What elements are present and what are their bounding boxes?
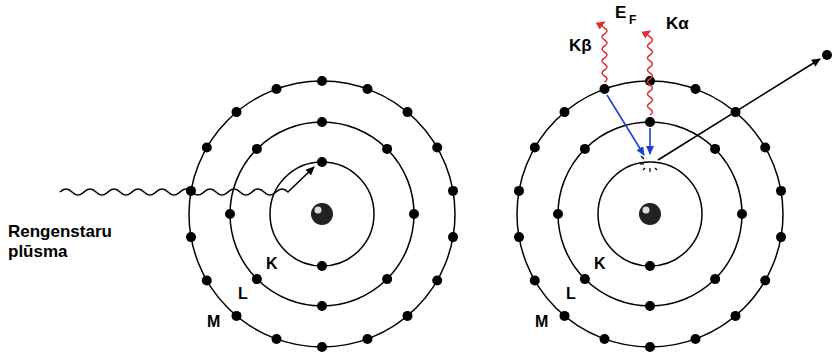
electron xyxy=(776,186,786,196)
nucleus-highlight xyxy=(643,207,650,214)
vacancy-dash xyxy=(643,168,645,170)
electron xyxy=(186,232,196,242)
nucleus-highlight xyxy=(315,207,322,214)
shell-label: L xyxy=(236,284,250,303)
vacancy-dash xyxy=(640,163,644,164)
electron xyxy=(691,334,701,344)
electron xyxy=(760,276,770,286)
electron xyxy=(514,232,524,242)
electron xyxy=(317,261,327,271)
m-shell xyxy=(517,81,783,347)
electron xyxy=(409,209,419,219)
electron xyxy=(403,311,413,321)
transition-arrow xyxy=(607,95,644,155)
shell-label: M xyxy=(533,312,550,331)
electron xyxy=(760,143,770,153)
electron xyxy=(530,276,540,286)
photon-wave xyxy=(602,22,607,82)
vacancy-dash xyxy=(655,168,657,170)
line-label: Kβ xyxy=(567,36,594,56)
electron xyxy=(600,84,610,94)
electron-shells xyxy=(189,81,783,347)
ejected-electron-path xyxy=(658,59,820,160)
m-shell xyxy=(189,81,455,347)
xray-wave xyxy=(60,167,314,195)
electron xyxy=(403,107,413,117)
nucleus xyxy=(311,203,661,225)
vacancy-dash xyxy=(641,156,644,159)
electron xyxy=(232,311,242,321)
electron xyxy=(645,117,655,127)
electron xyxy=(202,276,212,286)
electron xyxy=(317,342,327,352)
line-label: Kα xyxy=(664,14,691,34)
shell-label: K xyxy=(592,254,608,273)
electron xyxy=(432,276,442,286)
electron xyxy=(737,209,747,219)
electron xyxy=(448,232,458,242)
electron xyxy=(382,144,392,154)
electron xyxy=(645,261,655,271)
nucleus xyxy=(311,203,333,225)
shell-label: K xyxy=(264,254,280,273)
l-shell xyxy=(230,122,414,306)
electron xyxy=(514,186,524,196)
electron xyxy=(317,157,327,167)
electron xyxy=(580,274,590,284)
electron xyxy=(448,186,458,196)
electron xyxy=(232,107,242,117)
electron xyxy=(225,209,235,219)
electron xyxy=(317,301,327,311)
photon-wave xyxy=(648,31,653,115)
electron xyxy=(691,84,701,94)
electron xyxy=(710,144,720,154)
electron xyxy=(645,342,655,352)
electron xyxy=(363,84,373,94)
electrons xyxy=(186,76,786,352)
nucleus xyxy=(639,203,661,225)
transition-arrow xyxy=(649,128,651,154)
electron xyxy=(580,144,590,154)
electron xyxy=(202,143,212,153)
vacancy-dash xyxy=(649,168,650,172)
k-shell xyxy=(598,162,702,266)
electron xyxy=(382,274,392,284)
electron xyxy=(252,144,262,154)
electron xyxy=(600,334,610,344)
shell-label: M xyxy=(205,312,222,331)
k-shell xyxy=(270,162,374,266)
vacancy-mark xyxy=(640,156,657,172)
electron xyxy=(530,143,540,153)
electron xyxy=(432,143,442,153)
electron xyxy=(710,274,720,284)
caption-label: Rengenstaru plūsma xyxy=(8,222,143,263)
electron xyxy=(776,232,786,242)
electron xyxy=(560,107,570,117)
electron xyxy=(731,311,741,321)
electron xyxy=(553,209,563,219)
electron xyxy=(317,76,327,86)
electron xyxy=(317,117,327,127)
energy-subscript: F xyxy=(627,13,638,27)
electron xyxy=(560,311,570,321)
electron xyxy=(272,334,282,344)
shell-label: L xyxy=(564,284,578,303)
electron xyxy=(252,274,262,284)
l-shell xyxy=(558,122,742,306)
electron xyxy=(645,301,655,311)
electron xyxy=(272,84,282,94)
ejected-electron xyxy=(822,50,832,60)
electron xyxy=(363,334,373,344)
